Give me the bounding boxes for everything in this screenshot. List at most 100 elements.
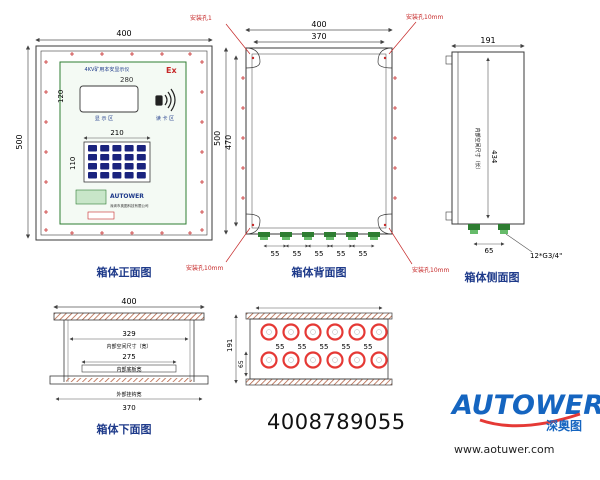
back-caption: 箱体背面图 bbox=[292, 265, 347, 279]
keypad-key bbox=[136, 163, 146, 170]
gland-hole bbox=[282, 323, 300, 341]
side-cable-glands bbox=[468, 224, 510, 234]
side-enclosure bbox=[451, 51, 525, 225]
warning-plate bbox=[87, 211, 115, 220]
back-gland-pitch-label: 55 bbox=[271, 250, 280, 258]
gland-hole bbox=[304, 323, 322, 341]
gland-hole bbox=[326, 323, 344, 341]
hole-bl-label: 安装孔10mm bbox=[186, 264, 223, 272]
keypad-key bbox=[88, 172, 97, 179]
back-gland-nut bbox=[348, 237, 356, 240]
keypad bbox=[83, 141, 151, 183]
back-gland-nut bbox=[370, 237, 378, 240]
gland-hole-center bbox=[332, 329, 338, 335]
keypad-key bbox=[88, 163, 97, 170]
side-inner-label: 内部空间尺寸（长） bbox=[474, 127, 481, 172]
keypad-key bbox=[100, 154, 110, 161]
front-flange bbox=[40, 50, 208, 236]
mount-plate bbox=[81, 364, 177, 373]
side-view: 191 434 内部空间尺寸（长） 65 12*G3/4" 箱体侧面图 bbox=[445, 36, 562, 284]
gland-hole bbox=[282, 351, 300, 369]
autower-logo: AUTOWER 深奥图 bbox=[450, 390, 600, 433]
front-caption: 箱体正面图 bbox=[97, 265, 152, 279]
inner-space-label: 内部空间尺寸（宽） bbox=[106, 343, 151, 350]
gland-view-offset-label: 65 bbox=[238, 360, 245, 368]
gland-hole-center bbox=[266, 357, 272, 363]
gland-hole bbox=[304, 351, 322, 369]
back-gland bbox=[368, 232, 380, 237]
bottom-gland-pitch-label: 55 bbox=[364, 343, 373, 351]
bottom-base-hatch bbox=[66, 378, 192, 382]
keypad-key bbox=[112, 154, 122, 161]
display-window bbox=[79, 85, 139, 113]
contact-phone: 4008789055 bbox=[267, 410, 406, 434]
card-label: 读 卡 区 bbox=[156, 115, 174, 122]
keypad-key bbox=[100, 145, 110, 152]
panel-nameplate: 深圳市奥图科技有限公司 bbox=[110, 203, 149, 208]
back-gland-nut bbox=[282, 237, 290, 240]
back-gland bbox=[302, 232, 314, 237]
gland-view-depth-label: 191 bbox=[226, 339, 234, 352]
gland-hole-center bbox=[332, 357, 338, 363]
keypad-key bbox=[112, 145, 122, 152]
gland-hole-center bbox=[354, 357, 360, 363]
gland-hole-center bbox=[354, 329, 360, 335]
front-width-label: 400 bbox=[116, 29, 131, 38]
keypad-key bbox=[136, 172, 146, 179]
mount-value: 275 bbox=[122, 353, 135, 361]
keypad-key bbox=[100, 163, 110, 170]
hole-tl-leader bbox=[225, 23, 251, 55]
back-corner-tabs bbox=[245, 47, 393, 235]
back-enclosure bbox=[245, 47, 393, 235]
side-inner-height-label: 434 bbox=[490, 150, 498, 164]
back-gland-nut bbox=[260, 237, 268, 240]
gland-hole bbox=[260, 351, 278, 369]
gland-hole-center bbox=[376, 329, 382, 335]
hole-br-label: 安装孔10mm bbox=[412, 266, 449, 274]
bottom-gland-pitch-label: 55 bbox=[298, 343, 307, 351]
display-label: 显 示 区 bbox=[95, 116, 113, 122]
logo-subtitle: 深奥图 bbox=[546, 418, 582, 433]
side-gland-nut bbox=[470, 230, 478, 234]
gland-hole bbox=[260, 323, 278, 341]
gland-view-top-plate bbox=[245, 312, 393, 320]
back-gland-pitch-label: 55 bbox=[337, 250, 346, 258]
bottom-caption: 箱体下面图 bbox=[97, 422, 152, 436]
back-inner-width-label: 370 bbox=[311, 32, 326, 41]
keypad-key bbox=[124, 172, 134, 179]
hole-tl-label: 安装孔1 bbox=[190, 14, 212, 22]
side-depth-label: 191 bbox=[480, 36, 495, 45]
contact-url: www.aotuwer.com bbox=[454, 443, 555, 456]
front-view: 400 500 4KV矿用本安显示仪 Ex 280 120 显 示 区 读 卡 … bbox=[15, 29, 213, 279]
ex-mark: Ex bbox=[166, 66, 177, 75]
keypad-width-label: 210 bbox=[110, 129, 123, 137]
hole-bl-leader bbox=[225, 227, 251, 263]
back-inner-height-label: 470 bbox=[224, 135, 233, 150]
back-height-label: 500 bbox=[213, 131, 222, 146]
outer-label: 外部挂钩宽 bbox=[116, 391, 141, 398]
hole-tr-leader bbox=[388, 21, 417, 55]
front-height-label: 500 bbox=[15, 134, 24, 149]
gland-hole-center bbox=[288, 357, 294, 363]
outer-value: 370 bbox=[122, 404, 135, 412]
gland-hole bbox=[370, 351, 388, 369]
keypad-key bbox=[124, 154, 134, 161]
back-mount-holes bbox=[251, 56, 387, 227]
gland-hole bbox=[348, 323, 366, 341]
bottom-gland-pitch-label: 55 bbox=[276, 343, 285, 351]
bottom-section-view: 400 329 内部空间尺寸（宽） 275 内部底板宽 外部挂钩宽 370 箱体… bbox=[49, 297, 209, 436]
hole-br-leader bbox=[388, 227, 413, 265]
back-gland bbox=[258, 232, 270, 237]
back-width-label: 400 bbox=[311, 20, 326, 29]
gland-view-bottom-plate bbox=[245, 378, 393, 386]
back-gland bbox=[346, 232, 358, 237]
keypad-key bbox=[136, 145, 146, 152]
keypad-key bbox=[100, 172, 110, 179]
bottom-gland-pitch-label: 55 bbox=[320, 343, 329, 351]
gland-hole-center bbox=[266, 329, 272, 335]
keypad-key bbox=[136, 154, 146, 161]
qc-sticker bbox=[75, 189, 107, 205]
bottom-gland-dimensions: 55 55 55 55 55 bbox=[276, 343, 373, 351]
bottom-gland-pitch-label: 55 bbox=[342, 343, 351, 351]
